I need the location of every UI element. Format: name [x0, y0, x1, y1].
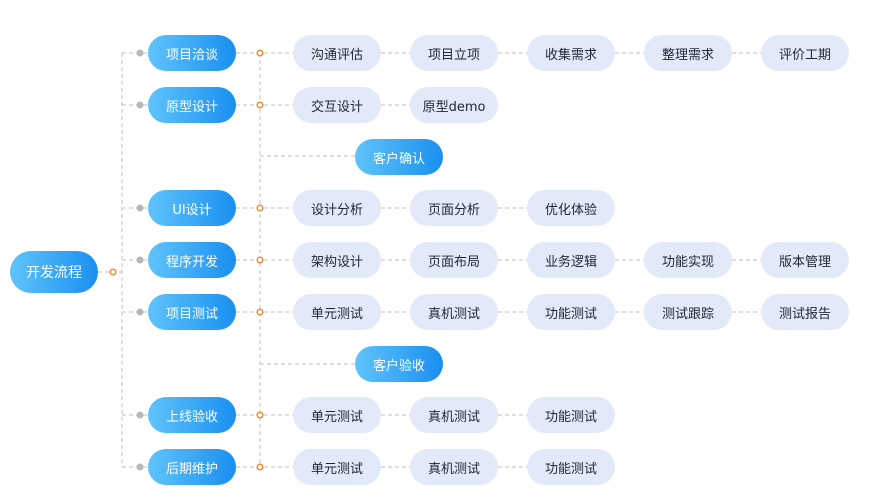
step-optimize-experience: 优化体验 — [527, 190, 615, 226]
step-design-analysis: 设计分析 — [293, 190, 381, 226]
junction-dot-stage — [136, 463, 144, 471]
junction-dot-stage — [136, 308, 144, 316]
step-device-testing: 真机测试 — [410, 397, 498, 433]
step-page-analysis: 页面分析 — [410, 190, 498, 226]
root-node-development-process: 开发流程 — [10, 251, 98, 293]
junction-dot-stage — [136, 49, 144, 57]
junction-dot-steps — [256, 463, 264, 471]
step-unit-testing: 单元测试 — [293, 449, 381, 485]
step-functional-testing: 功能测试 — [527, 449, 615, 485]
junction-dot-root — [109, 268, 117, 276]
junction-dot-steps — [256, 411, 264, 419]
step-communication-evaluation: 沟通评估 — [293, 35, 381, 71]
step-estimate-schedule: 评价工期 — [761, 35, 849, 71]
step-interaction-design: 交互设计 — [293, 87, 381, 123]
step-test-tracking: 测试跟踪 — [644, 294, 732, 330]
step-prototype-demo: 原型demo — [410, 87, 498, 123]
junction-dot-stage — [136, 101, 144, 109]
step-project-approval: 项目立项 — [410, 35, 498, 71]
step-organize-requirements: 整理需求 — [644, 35, 732, 71]
stage-prototype-design: 原型设计 — [148, 87, 236, 123]
step-architecture-design: 架构设计 — [293, 242, 381, 278]
stage-program-development: 程序开发 — [148, 242, 236, 278]
step-collect-requirements: 收集需求 — [527, 35, 615, 71]
step-version-management: 版本管理 — [761, 242, 849, 278]
junction-dot-stage — [136, 411, 144, 419]
step-functional-testing: 功能测试 — [527, 294, 615, 330]
stage-project-testing: 项目测试 — [148, 294, 236, 330]
junction-dot-steps — [256, 49, 264, 57]
step-page-layout: 页面布局 — [410, 242, 498, 278]
junction-dot-steps — [256, 308, 264, 316]
junction-dot-stage — [136, 256, 144, 264]
stage-ui-design: UI设计 — [148, 190, 236, 226]
stage-project-negotiation: 项目洽谈 — [148, 35, 236, 71]
milestone-customer-confirmation: 客户确认 — [355, 139, 443, 175]
step-device-testing: 真机测试 — [410, 449, 498, 485]
junction-dot-stage — [136, 204, 144, 212]
step-device-testing: 真机测试 — [410, 294, 498, 330]
junction-dot-steps — [256, 204, 264, 212]
step-feature-implementation: 功能实现 — [644, 242, 732, 278]
milestone-customer-acceptance: 客户验收 — [355, 346, 443, 382]
stage-launch-acceptance: 上线验收 — [148, 397, 236, 433]
step-unit-testing: 单元测试 — [293, 397, 381, 433]
step-unit-testing: 单元测试 — [293, 294, 381, 330]
step-test-report: 测试报告 — [761, 294, 849, 330]
stage-post-maintenance: 后期维护 — [148, 449, 236, 485]
junction-dot-steps — [256, 256, 264, 264]
junction-dot-steps — [256, 101, 264, 109]
step-business-logic: 业务逻辑 — [527, 242, 615, 278]
step-functional-testing: 功能测试 — [527, 397, 615, 433]
